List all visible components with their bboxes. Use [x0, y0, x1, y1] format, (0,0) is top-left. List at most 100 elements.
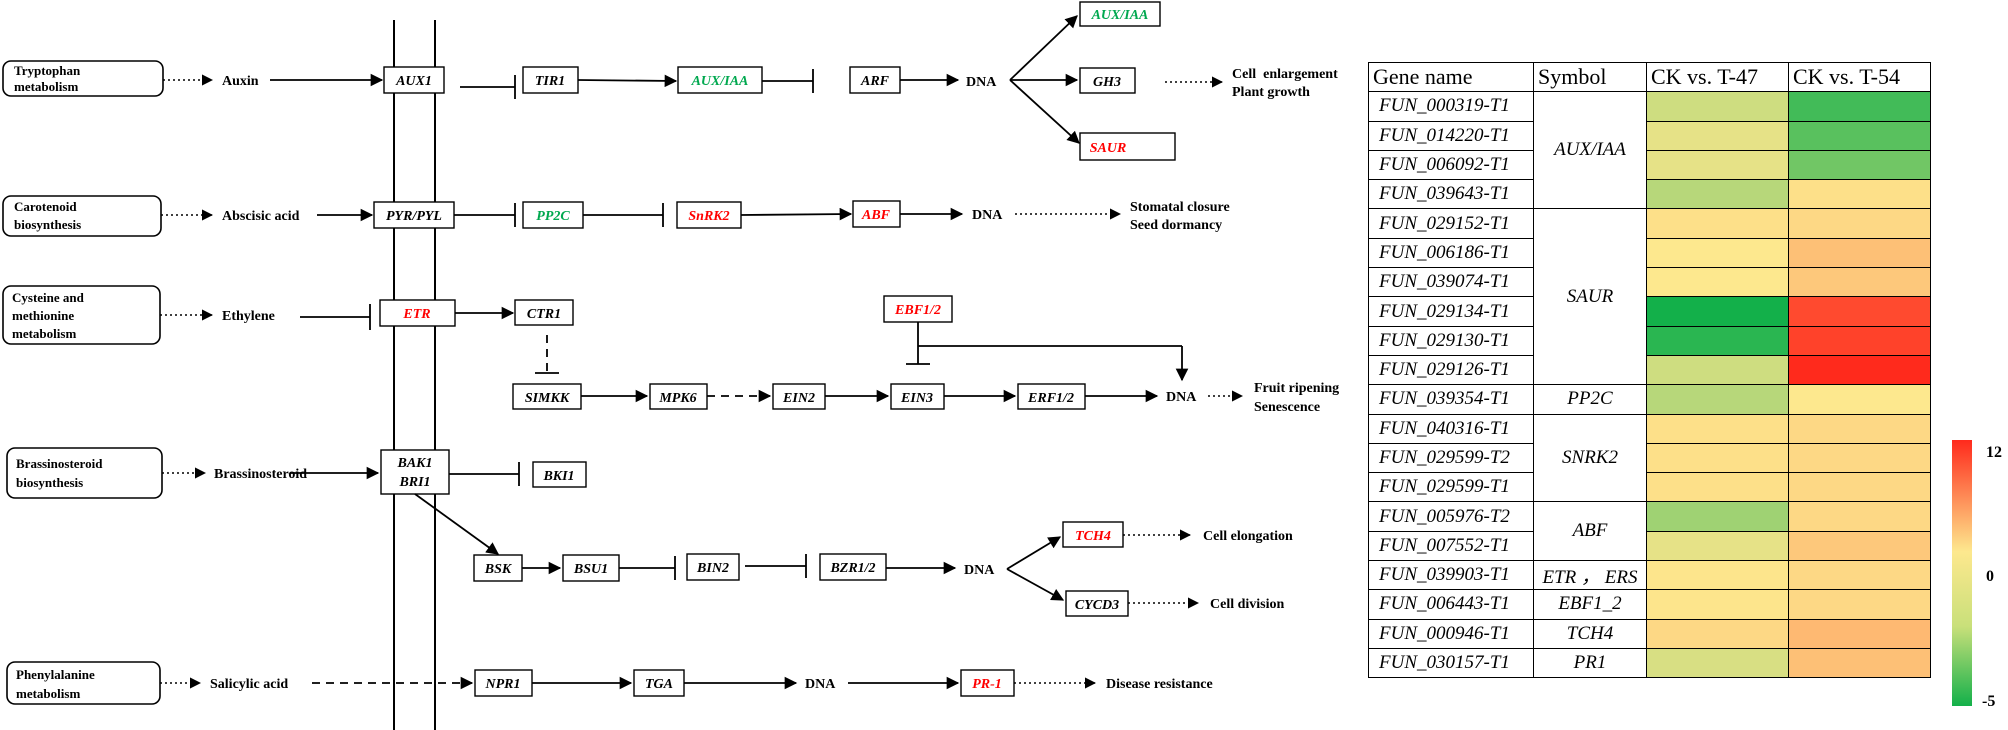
gene-erf12: ERF1/2: [1027, 391, 1074, 406]
svg-text:metabolism: metabolism: [14, 79, 78, 94]
scale-max-label: 12: [1986, 444, 2002, 461]
heat-cell-t54: [1788, 501, 1931, 532]
heatmap-row: FUN_006092-T1: [1368, 149, 1931, 181]
gene-cycd3: CYCD3: [1075, 598, 1119, 613]
heat-cell-t47: [1646, 384, 1789, 415]
gene-name-cell: FUN_039903-T1: [1368, 560, 1534, 591]
svg-text:methionine: methionine: [12, 308, 74, 323]
heatmap-row: FUN_006186-T1: [1368, 237, 1931, 269]
svg-text:Carotenoid: Carotenoid: [14, 199, 77, 214]
heatmap-row: FUN_039643-T1: [1368, 179, 1931, 210]
outcome-aba-2: Seed dormancy: [1130, 218, 1222, 233]
heat-cell-t47: [1646, 91, 1789, 122]
heatmap-row: FUN_029599-T1: [1368, 472, 1931, 503]
heat-cell-t47: [1646, 618, 1789, 649]
heat-cell-t47: [1646, 472, 1789, 503]
color-scale-bar: [1952, 440, 1972, 706]
heatmap-row: FUN_029134-T1: [1368, 296, 1931, 327]
dna-aba: DNA: [972, 208, 1003, 223]
pathway-box-phe: Phenylalanine metabolism: [6, 661, 161, 705]
gene-bin2: BIN2: [696, 561, 729, 576]
heatmap-row: FUN_014220-T1: [1368, 120, 1931, 151]
gene-name-cell: FUN_040316-T1: [1368, 413, 1534, 444]
heatmap-row: FUN_029130-T1: [1368, 325, 1931, 356]
dna-br: DNA: [964, 563, 995, 578]
heat-cell-t47: [1646, 530, 1789, 562]
heat-cell-t54: [1788, 179, 1931, 210]
heat-cell-t54: [1788, 208, 1931, 239]
outcome-disease: Disease resistance: [1106, 677, 1213, 692]
heat-cell-t47: [1646, 501, 1789, 532]
gene-tir1: TIR1: [535, 74, 565, 89]
gene-mpk6: MPK6: [658, 391, 696, 406]
symbol-cell: TCH4: [1533, 618, 1647, 649]
heat-cell-t54: [1788, 647, 1931, 679]
heat-cell-t47: [1646, 413, 1789, 444]
svg-text:metabolism: metabolism: [16, 686, 80, 701]
gene-bki1: BKI1: [542, 469, 574, 484]
outcome-ethylene-1: Fruit ripening: [1254, 381, 1339, 396]
gene-tch4: TCH4: [1075, 529, 1111, 544]
heat-cell-t47: [1646, 354, 1789, 386]
heatmap-row: FUN_029599-T2: [1368, 442, 1931, 474]
hormone-ethylene: Ethylene: [222, 309, 275, 324]
gene-bsk: BSK: [484, 562, 513, 577]
hormone-sa: Salicylic acid: [210, 677, 288, 692]
scale-min-label: -5: [1982, 693, 1996, 710]
svg-text:metabolism: metabolism: [12, 326, 76, 341]
outcome-division: Cell division: [1210, 597, 1285, 612]
gene-auxiaa-1: AUX/IAA: [691, 74, 749, 89]
heat-cell-t54: [1788, 325, 1931, 356]
heat-cell-t54: [1788, 618, 1931, 649]
gene-name-cell: FUN_000319-T1: [1368, 91, 1534, 122]
svg-text:Brassinosteroid: Brassinosteroid: [16, 456, 103, 471]
gene-tga: TGA: [645, 677, 673, 692]
heatmap-row: FUN_007552-T1: [1368, 530, 1931, 562]
svg-text:Tryptophan: Tryptophan: [14, 63, 81, 78]
heat-cell-t54: [1788, 589, 1931, 620]
gene-auxiaa-2: AUX/IAA: [1091, 8, 1149, 23]
header-t54: CK vs. T-54: [1788, 61, 1931, 93]
gene-gh3: GH3: [1093, 75, 1121, 90]
gene-pyr-pyl: PYR/PYL: [386, 209, 442, 224]
heat-cell-t47: [1646, 560, 1789, 591]
symbol-cell: SNRK2: [1533, 413, 1647, 503]
outcome-auxin-1: Cell enlargement: [1232, 67, 1338, 82]
gene-name-cell: FUN_029126-T1: [1368, 354, 1534, 386]
heat-cell-t47: [1646, 208, 1789, 239]
gene-pr1: PR-1: [972, 677, 1002, 692]
outcome-aba-1: Stomatal closure: [1130, 200, 1230, 215]
gene-name-cell: FUN_029152-T1: [1368, 208, 1534, 239]
pathway-box-cys: Cysteine and methionine metabolism: [2, 285, 161, 345]
svg-text:Phenylalanine: Phenylalanine: [16, 667, 95, 682]
gene-name-cell: FUN_006186-T1: [1368, 237, 1534, 269]
gene-name-cell: FUN_007552-T1: [1368, 530, 1534, 562]
dna-ethylene: DNA: [1166, 390, 1197, 405]
heatmap-row: FUN_039074-T1: [1368, 267, 1931, 298]
gene-name-cell: FUN_030157-T1: [1368, 647, 1534, 679]
gene-abf: ABF: [861, 208, 891, 223]
gene-name-cell: FUN_029130-T1: [1368, 325, 1534, 356]
gene-name-cell: FUN_039354-T1: [1368, 384, 1534, 415]
gene-name-cell: FUN_039643-T1: [1368, 179, 1534, 210]
heat-cell-t54: [1788, 296, 1931, 327]
symbol-cell: PR1: [1533, 647, 1647, 679]
heat-cell-t54: [1788, 120, 1931, 151]
symbol-cell: SAUR: [1533, 208, 1647, 386]
heat-cell-t54: [1788, 413, 1931, 444]
outcome-elongation: Cell elongation: [1203, 529, 1293, 544]
heat-cell-t54: [1788, 530, 1931, 562]
gene-name-cell: FUN_039074-T1: [1368, 267, 1534, 298]
gene-etr: ETR: [402, 307, 430, 322]
heat-cell-t47: [1646, 267, 1789, 298]
gene-npr1: NPR1: [485, 677, 521, 692]
header-symbol: Symbol: [1533, 61, 1647, 93]
heat-cell-t47: [1646, 237, 1789, 269]
gene-saur: SAUR: [1090, 141, 1127, 156]
gene-name-cell: FUN_000946-T1: [1368, 618, 1534, 649]
outcome-ethylene-2: Senescence: [1254, 400, 1320, 415]
heat-cell-t54: [1788, 472, 1931, 503]
